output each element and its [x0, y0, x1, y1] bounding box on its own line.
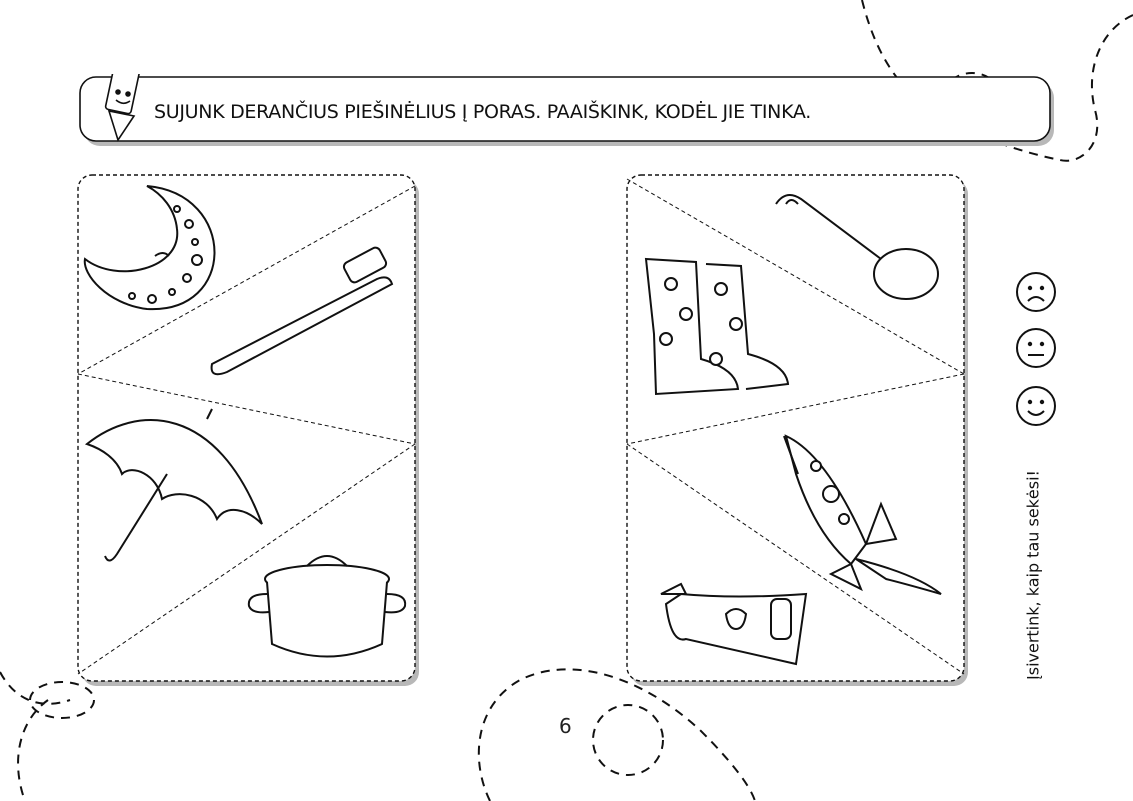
rocket-icon — [783, 434, 942, 595]
instruction-banner — [79, 74, 1054, 146]
umbrella-icon — [84, 408, 263, 562]
self-assessment-text: Įsivertink, kaip tau sekėsi! — [1023, 470, 1043, 680]
toothpaste-icon — [660, 582, 808, 666]
picture-card-right — [626, 174, 968, 686]
happy-face-icon[interactable] — [1014, 384, 1058, 428]
picture-card-left — [77, 174, 419, 686]
instruction-text: SUJUNK DERANČIUS PIEŠINĖLIUS Į PORAS. PA… — [154, 101, 811, 123]
pencil-mascot-icon — [104, 74, 142, 142]
rain-boots-icon — [644, 257, 790, 396]
pot-icon — [247, 555, 407, 658]
self-assessment-label: Įsivertink, kaip tau sekėsi! — [1018, 460, 1048, 690]
ladle-icon — [775, 194, 939, 300]
neutral-face-icon[interactable] — [1014, 326, 1058, 370]
toothbrush-icon — [210, 246, 394, 376]
moon-icon — [83, 185, 216, 311]
page-number: 6 — [559, 714, 572, 738]
sad-face-icon[interactable] — [1014, 270, 1058, 314]
